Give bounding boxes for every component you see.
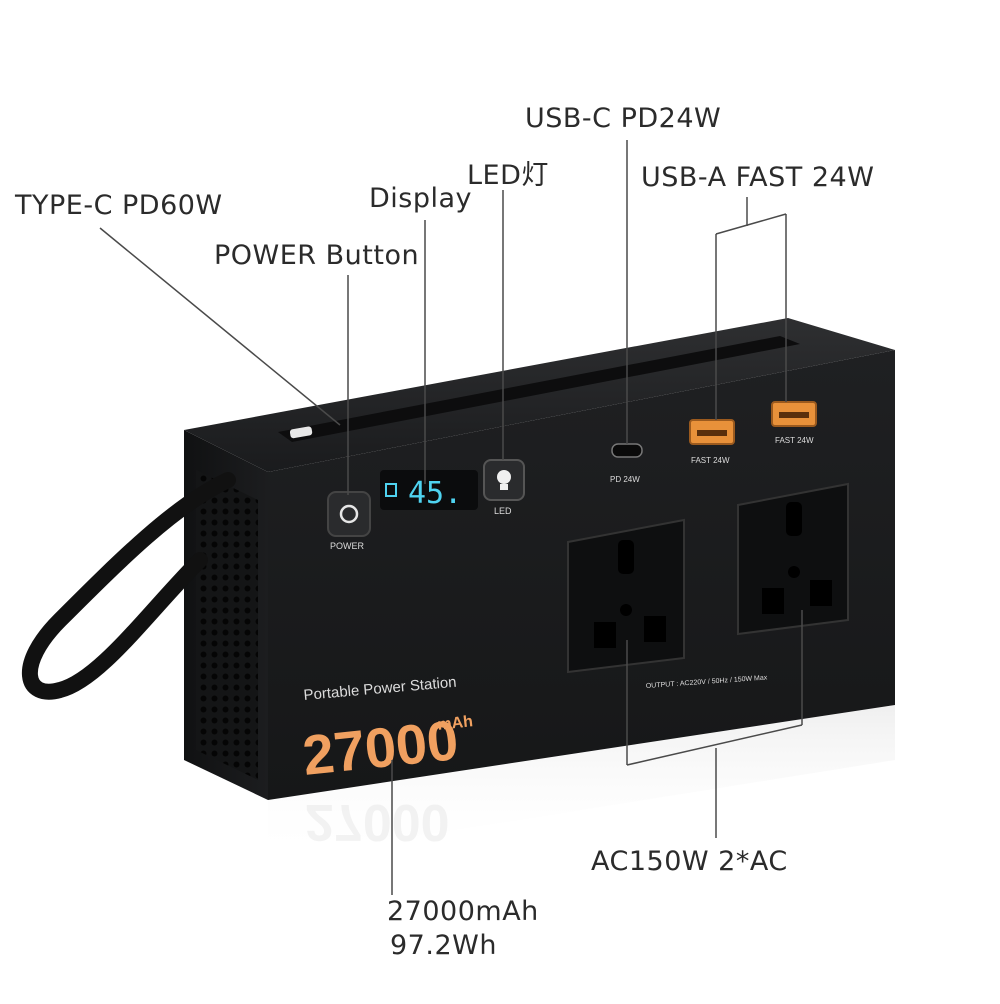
usb-a-label-1: FAST 24W [691, 456, 730, 465]
carry-strap [22, 472, 236, 700]
leader-ac-bar [626, 724, 803, 766]
led-label: LED [494, 506, 512, 516]
usb-a-port-2-slot [779, 412, 809, 418]
callout-power-button: POWER Button [214, 240, 420, 271]
callout-ac: AC150W 2*AC [591, 846, 788, 877]
usb-a-label-2: FAST 24W [775, 436, 814, 445]
callout-usb-a: USB-A FAST 24W [641, 162, 875, 193]
type-c-top-port [289, 426, 313, 439]
display-reading: 45. [408, 476, 462, 511]
battery-icon [385, 483, 397, 497]
callout-type-c: TYPE-C PD60W [15, 190, 223, 221]
side-panel [184, 430, 268, 800]
leader-usb-a-bar [715, 213, 787, 235]
leader-lines [99, 140, 803, 895]
power-icon [339, 504, 359, 524]
bulb-icon [497, 470, 511, 490]
ac-socket-2[interactable] [737, 482, 849, 636]
callout-capacity-mah: 27000mAh [387, 896, 539, 927]
usb-a-port-1-slot [697, 430, 727, 436]
usb-c-label: PD 24W [610, 475, 640, 484]
reflection-capacity: 27000 [305, 793, 450, 851]
top-handle [278, 336, 800, 442]
callout-capacity-wh: 97.2Wh [390, 930, 497, 961]
display-screen [380, 470, 478, 510]
leader-type-c [99, 227, 341, 426]
floor-reflection: 27000 [268, 705, 895, 860]
power-button[interactable] [327, 491, 371, 537]
capacity-unit: mAh [437, 713, 474, 734]
callout-led: LED灯 [467, 160, 549, 191]
ac-socket-1[interactable] [567, 518, 685, 674]
callout-usb-c: USB-C PD24W [525, 103, 722, 134]
usb-c-port[interactable] [611, 443, 643, 458]
callout-display: Display [369, 183, 473, 214]
power-label: POWER [330, 541, 365, 551]
